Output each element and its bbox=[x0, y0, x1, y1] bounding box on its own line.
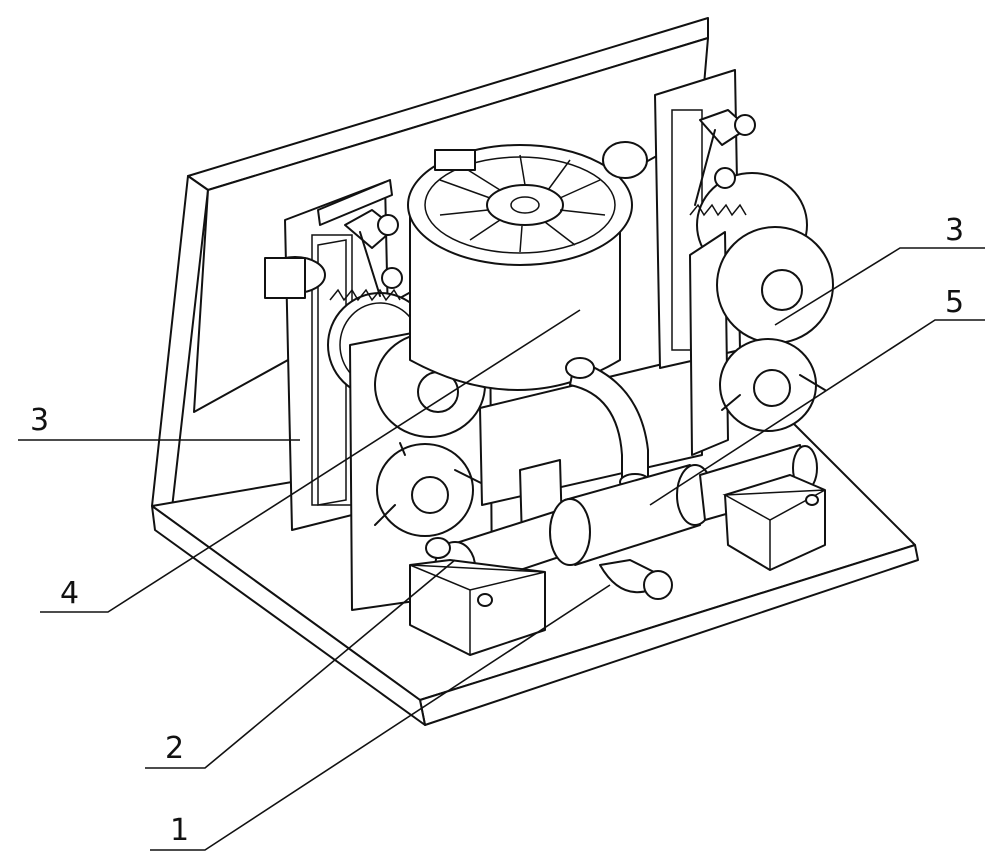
callout-3-right: 3 bbox=[945, 213, 964, 248]
left-bearing-block bbox=[409, 537, 546, 656]
leader-3-right bbox=[774, 247, 985, 326]
leader-lines bbox=[18, 247, 985, 851]
leader-5 bbox=[649, 319, 985, 506]
callout-5: 5 bbox=[945, 285, 964, 320]
callout-2: 2 bbox=[165, 731, 184, 766]
leader-1 bbox=[150, 584, 611, 851]
right-bearing-block bbox=[722, 474, 826, 571]
callout-3-left: 3 bbox=[30, 403, 49, 438]
leader-2 bbox=[145, 559, 456, 769]
callout-1: 1 bbox=[170, 813, 189, 848]
central-fan-housing bbox=[407, 144, 633, 391]
callout-labels: 3 3 5 4 2 1 bbox=[30, 213, 964, 848]
callout-4: 4 bbox=[60, 576, 79, 611]
right-roller-plate bbox=[689, 226, 834, 456]
leader-4 bbox=[40, 309, 581, 613]
